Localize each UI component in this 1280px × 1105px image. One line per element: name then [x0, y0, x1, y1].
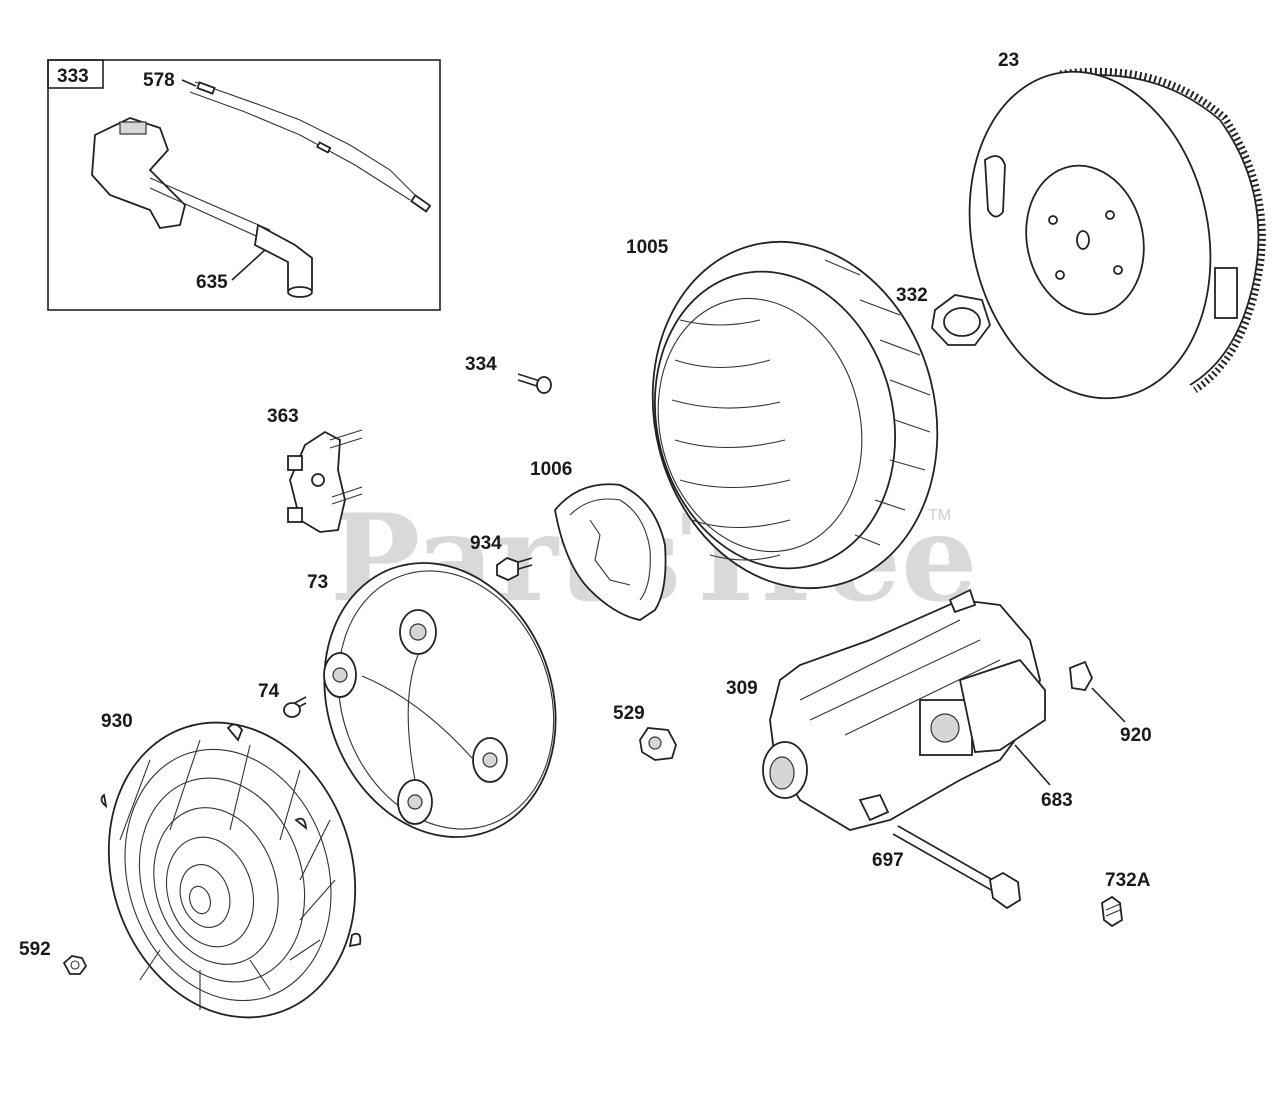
callout-334[interactable]: 334: [465, 354, 497, 375]
bolt-334: [517, 373, 552, 394]
callout-332[interactable]: 332: [896, 285, 928, 306]
ignition-coil-635: [91, 117, 313, 298]
callout-1006[interactable]: 1006: [530, 459, 572, 480]
callout-529[interactable]: 529: [613, 703, 645, 724]
callout-363[interactable]: 363: [267, 406, 299, 427]
callout-73[interactable]: 73: [307, 572, 328, 593]
callout-635[interactable]: 635: [196, 272, 228, 293]
fan-grille-930: [100, 721, 362, 1019]
callout-333[interactable]: 333: [57, 66, 89, 87]
starter-motor-309: [762, 588, 1094, 831]
callout-74[interactable]: 74: [258, 681, 280, 702]
fan-retainer-1006: [554, 483, 667, 621]
callout-592[interactable]: 592: [19, 939, 51, 960]
callout-309[interactable]: 309: [726, 678, 758, 699]
callout-930[interactable]: 930: [101, 711, 133, 732]
nut-592: [62, 955, 88, 975]
callout-697[interactable]: 697: [872, 850, 904, 871]
bushing-529: [639, 727, 677, 761]
callout-1005[interactable]: 1005: [626, 237, 669, 258]
inset-box-333: 333 578 635: [47, 59, 441, 311]
flywheel-nut-332: [931, 294, 991, 346]
wire-harness-578: [189, 81, 432, 213]
bracket-363: [287, 429, 363, 533]
callout-732a[interactable]: 732A: [1105, 870, 1151, 891]
callout-23[interactable]: 23: [998, 50, 1019, 71]
callout-578[interactable]: 578: [143, 70, 175, 91]
flywheel-23: [968, 67, 1266, 400]
screw-732a: [1101, 895, 1123, 928]
callout-934[interactable]: 934: [470, 533, 502, 554]
callout-683[interactable]: 683: [1041, 790, 1073, 811]
watermark-tm: TM: [928, 507, 951, 524]
bolt-934: [496, 556, 533, 581]
cooling-fan-1005: [651, 240, 939, 590]
fan-cover-73: [323, 562, 557, 838]
through-bolt-697: [892, 825, 1021, 910]
screw-74: [283, 696, 307, 718]
callout-920[interactable]: 920: [1120, 725, 1152, 746]
